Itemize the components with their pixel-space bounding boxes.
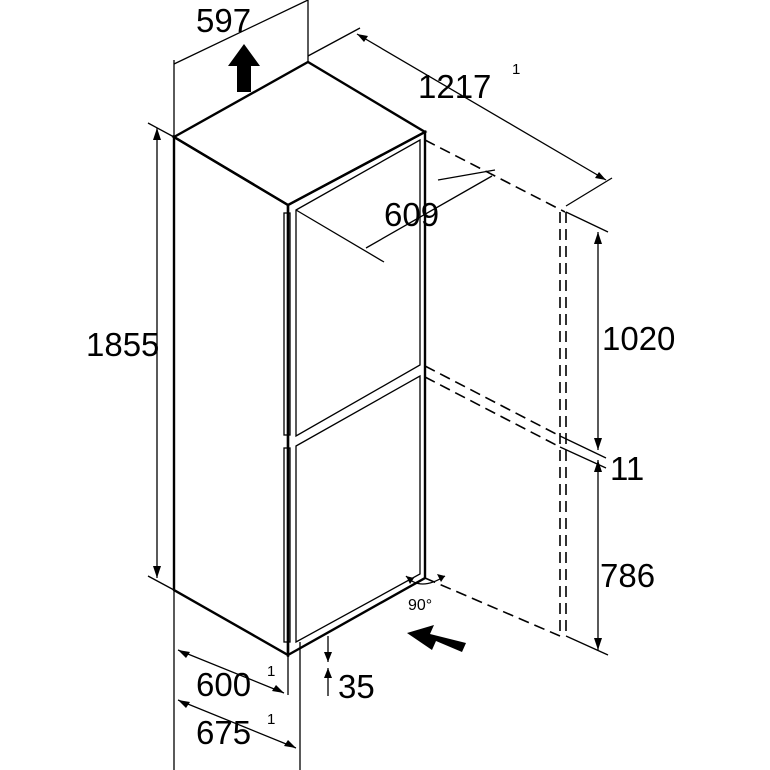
fridge-body <box>171 60 428 658</box>
label-depth-body: 600 <box>196 666 251 703</box>
dimension-width-top <box>173 0 309 137</box>
airflow-arrow-icon <box>407 625 466 652</box>
dimension-depth-handle <box>299 636 332 770</box>
label-door-depth: 609 <box>384 196 439 233</box>
dimension-door-depth <box>295 169 496 263</box>
dimension-height-lower <box>565 460 609 656</box>
label-depth-total: 675 <box>196 714 251 751</box>
lower-door-handle <box>283 447 291 643</box>
dimension-height-total <box>147 122 175 591</box>
lower-door <box>295 374 421 644</box>
fridge-side-face <box>172 134 290 658</box>
label-depth-open: 1217 <box>418 68 491 105</box>
label-height-total: 1855 <box>86 326 159 363</box>
dimension-depth-total <box>177 699 297 749</box>
dimension-depth-body <box>173 590 289 770</box>
dimension-height-upper <box>565 211 609 450</box>
upper-door-handle <box>283 212 291 436</box>
label-depth-open-note: 1 <box>512 61 520 78</box>
door-swing-indicator <box>405 574 446 585</box>
label-gap: 11 <box>610 450 644 487</box>
label-width-top: 597 <box>196 2 251 39</box>
upper-door <box>295 138 421 438</box>
dimension-depth-open <box>307 27 613 207</box>
fridge-top-face <box>171 60 428 207</box>
label-depth-handle: 35 <box>338 668 375 705</box>
label-depth-body-note: 1 <box>267 663 275 680</box>
ventilation-up-arrow-icon <box>228 44 260 92</box>
label-door-angle: 90° <box>408 597 432 614</box>
open-door-outline <box>424 139 567 637</box>
label-height-upper: 1020 <box>602 320 675 357</box>
label-depth-total-note: 1 <box>267 711 275 728</box>
label-height-lower: 786 <box>600 557 655 594</box>
